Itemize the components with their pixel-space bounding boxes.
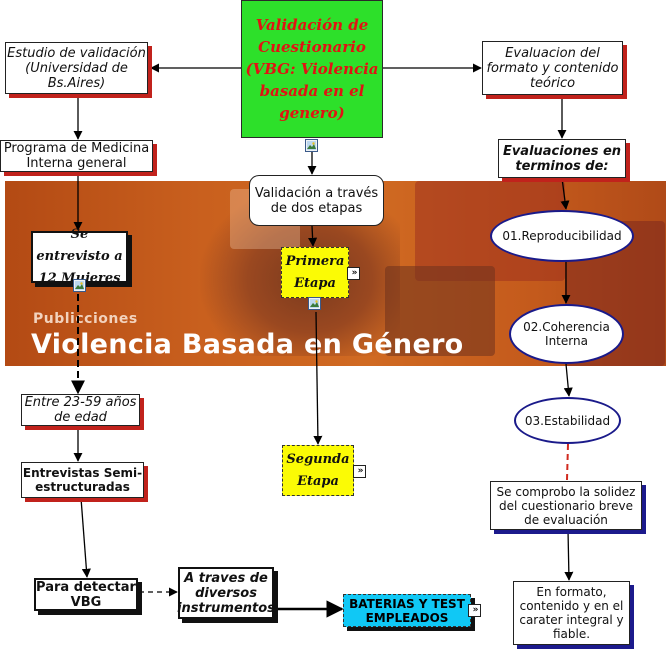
arrow-icon-segunda[interactable]: » xyxy=(353,465,366,478)
estudio-label: Estudio de validación (Universidad de Bs… xyxy=(7,45,146,91)
baterias-label: BATERIAS Y TEST EMPLEADOS xyxy=(349,596,465,625)
node-se-comprobo[interactable]: Se comprobo la solidez del cuestionario … xyxy=(490,481,642,530)
node-validacion-cuestionario[interactable]: Validación de Cuestionario (VBG: Violenc… xyxy=(241,0,383,138)
banner-subtitle: Publicciones xyxy=(33,311,138,327)
edge-validacion-primera xyxy=(308,225,318,247)
node-para-detectar[interactable]: Para detectar VBG xyxy=(34,578,138,611)
node-entre-edad[interactable]: Entre 23-59 años de edad xyxy=(21,394,140,426)
entre-edad-label: Entre 23-59 años de edad xyxy=(24,395,137,425)
node-reproducibilidad[interactable]: 01.Reproducibilidad xyxy=(490,210,634,262)
edge-estabilidad-comprobo xyxy=(566,443,569,481)
arrow-icon-baterias[interactable]: » xyxy=(468,604,481,617)
image-icon-entrevisto[interactable] xyxy=(73,279,86,292)
entrevistas-label: Entrevistas Semi-estructuradas xyxy=(22,466,143,494)
evaluacion-label: Evaluacion del formato y contenido teóri… xyxy=(486,45,619,91)
main-title: Validación de Cuestionario (VBG: Violenc… xyxy=(245,16,379,122)
banner-photo-portrait xyxy=(385,266,495,356)
formato-final-label: En formato, contenido y en el carater in… xyxy=(519,585,624,641)
node-evaluacion-formato[interactable]: Evaluacion del formato y contenido teóri… xyxy=(482,41,623,95)
edge-entrevistas-detectar xyxy=(80,497,91,578)
node-coherencia-interna[interactable]: 02.Coherencia Interna xyxy=(509,304,624,364)
image-icon-main[interactable] xyxy=(305,139,318,152)
node-evaluaciones-terminos[interactable]: Evaluaciones en terminos de: xyxy=(498,139,626,178)
programa-label: Programa de Medicina Interna general xyxy=(3,141,150,171)
node-formato-final[interactable]: En formato, contenido y en el carater in… xyxy=(513,581,630,645)
reproducibilidad-label: 01.Reproducibilidad xyxy=(502,229,622,243)
node-validacion-dos-etapas[interactable]: Validación a través de dos etapas xyxy=(249,175,384,226)
estabilidad-label: 03.Estabilidad xyxy=(524,413,611,428)
node-se-entrevisto[interactable]: Se entrevisto a 12 Mujeres xyxy=(31,227,128,286)
coherencia-label: 02.Coherencia Interna xyxy=(523,320,610,348)
segunda-label: Segunda Etapa xyxy=(286,451,350,489)
edge-evalterminos-repro xyxy=(560,177,570,210)
image-icon-primera[interactable] xyxy=(308,297,321,310)
entrevisto-label: Se entrevisto a 12 Mujeres xyxy=(36,227,123,286)
node-entrevistas-semi[interactable]: Entrevistas Semi-estructuradas xyxy=(21,462,144,498)
comprobo-label: Se comprobo la solidez del cuestionario … xyxy=(496,484,636,527)
a-traves-label: A traves de diversos instrumentos xyxy=(177,570,275,616)
node-estabilidad[interactable]: 03.Estabilidad xyxy=(514,397,621,444)
validacion-etapas-label: Validación a través de dos etapas xyxy=(254,185,379,216)
banner-title: Violencia Basada en Género xyxy=(31,329,464,360)
arrow-icon-primera[interactable]: » xyxy=(347,267,360,280)
node-a-traves[interactable]: A traves de diversos instrumentos xyxy=(177,567,275,619)
edge-primera-segunda xyxy=(313,311,323,445)
node-segunda-etapa[interactable]: Segunda Etapa xyxy=(282,445,354,496)
primera-label: Primera Etapa xyxy=(285,253,345,291)
detectar-label: Para detectar VBG xyxy=(36,579,136,610)
evaluaciones-terminos-label: Evaluaciones en terminos de: xyxy=(502,143,622,174)
edge-comprobo-final xyxy=(564,529,574,581)
node-baterias-test[interactable]: BATERIAS Y TEST EMPLEADOS xyxy=(343,594,471,627)
edge-coherencia-estabilidad xyxy=(563,363,573,397)
node-programa-medicina[interactable]: Programa de Medicina Interna general xyxy=(0,140,153,172)
node-primera-etapa[interactable]: Primera Etapa xyxy=(281,247,349,298)
node-estudio-validacion[interactable]: Estudio de validación (Universidad de Bs… xyxy=(5,42,148,94)
